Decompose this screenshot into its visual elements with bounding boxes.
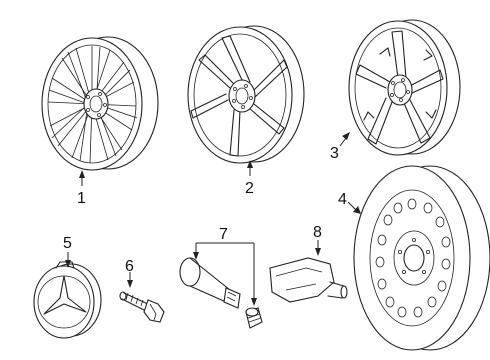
wheel-2-spokes xyxy=(190,35,288,157)
arrow-7a xyxy=(193,252,199,260)
arrow-3 xyxy=(342,132,350,140)
callout-2: 2 xyxy=(245,180,254,197)
callout-labels: 1 2 3 4 5 6 7 8 xyxy=(63,145,347,275)
arrow-5 xyxy=(65,260,71,268)
valve-cap xyxy=(245,307,263,329)
arrow-2 xyxy=(247,160,253,168)
tpms-sensor xyxy=(269,257,348,303)
callout-4: 4 xyxy=(338,191,347,208)
valve-stem xyxy=(179,257,241,309)
callout-5: 5 xyxy=(63,235,72,252)
wheel-3-spokes xyxy=(355,30,444,145)
callout-3: 3 xyxy=(330,145,339,162)
callout-6: 6 xyxy=(125,258,134,275)
wheel-3 xyxy=(348,19,461,156)
callout-7: 7 xyxy=(219,226,228,243)
wheel-2 xyxy=(187,25,305,164)
arrow-6 xyxy=(127,280,133,288)
callout-8: 8 xyxy=(313,224,322,241)
center-cap xyxy=(33,261,102,339)
callout-1: 1 xyxy=(77,190,86,207)
arrow-4 xyxy=(353,206,361,214)
arrow-7b xyxy=(251,298,257,306)
lug-bolt xyxy=(119,291,165,323)
wheel-1 xyxy=(41,36,159,171)
wheel-4 xyxy=(353,165,490,351)
arrow-8 xyxy=(315,248,321,256)
wheel-4-holes xyxy=(375,198,451,318)
arrow-1 xyxy=(79,170,85,178)
leaders xyxy=(65,132,361,306)
